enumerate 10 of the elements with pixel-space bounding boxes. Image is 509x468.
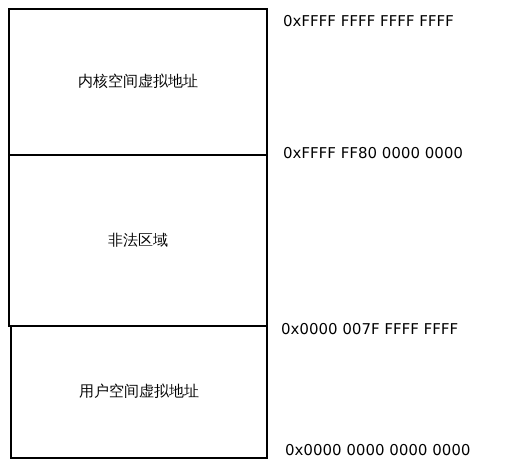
region-label: 内核空间虚拟地址 — [77, 72, 199, 91]
memory-region-box — [8, 154, 268, 327]
address-label: 0x0000 007F FFFF FFFF — [281, 320, 458, 338]
memory-region-box — [10, 325, 268, 459]
address-label: 0x0000 0000 0000 0000 — [285, 441, 470, 459]
address-label: 0xFFFF FF80 0000 0000 — [283, 144, 463, 162]
address-label: 0xFFFF FFFF FFFF FFFF — [283, 12, 454, 30]
region-label: 非法区域 — [107, 230, 169, 250]
memory-region-box — [8, 8, 268, 156]
region-label: 用户空间虚拟地址 — [78, 382, 200, 401]
